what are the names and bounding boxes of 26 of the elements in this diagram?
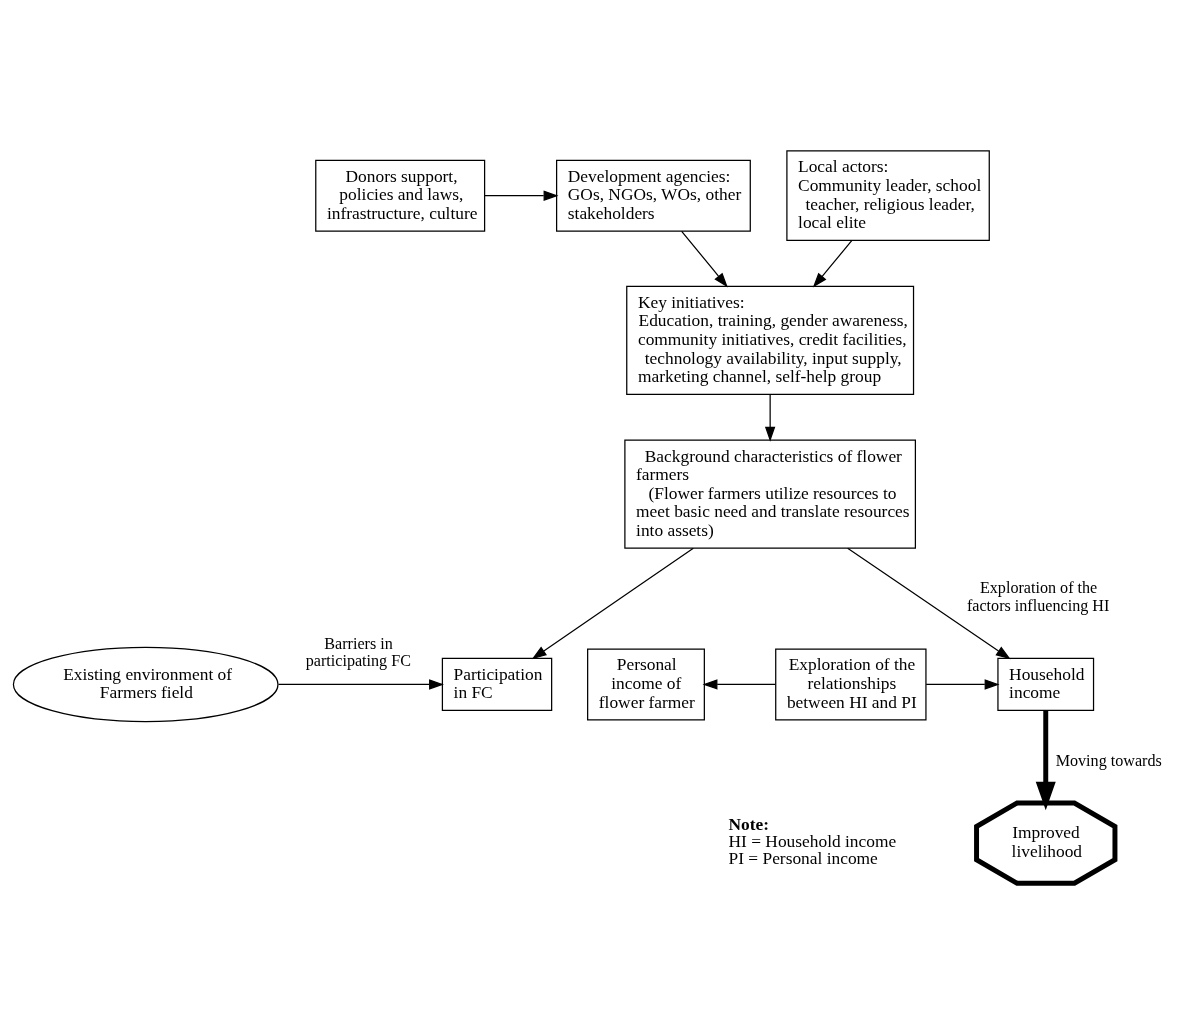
node-box: Personal income of flower farmer (587, 648, 705, 721)
arrow (681, 230, 728, 288)
arrow (925, 679, 1000, 690)
arrow (812, 240, 853, 288)
node-box: Key initiatives: Education, training, gender awareness, community initiatives, credit facilities, technology availability, input supply, marketing channel, self-help group (626, 285, 915, 395)
label: Note: (728, 814, 770, 834)
node-ellipse: Existing environment of Farmers field (12, 646, 279, 723)
arrow (764, 393, 776, 442)
label: HI = Household income (728, 832, 897, 852)
node-box: Development agencies: GOs, NGOs, WOs, other stakeholders (556, 159, 751, 232)
node-box: Local actors: Community leader, school teacher, religious leader, local elite (786, 150, 990, 241)
node-box: Background characteristics of flower farmers (Flower farmers utilize resources to meet basic need and translate resources into assets) (624, 439, 916, 549)
arrow (531, 547, 694, 660)
edge-label: Barriers in participating FC (305, 634, 411, 670)
node-box: Exploration of the relationships between HI and PI (775, 648, 927, 721)
arrow (1035, 710, 1056, 811)
arrow (702, 679, 776, 690)
arrow (277, 679, 444, 690)
label: PI = Personal income (728, 849, 878, 869)
node-box: Household income (997, 657, 1095, 712)
arrow (484, 190, 559, 201)
node-box: Participation in FC (441, 657, 553, 712)
edge-label: Moving towards (1055, 752, 1162, 770)
arrow (847, 547, 1011, 660)
node-box: Donors support, policies and laws, infrastructure, culture (315, 159, 486, 232)
edge-label: Exploration of the factors influencing HI (966, 579, 1110, 614)
